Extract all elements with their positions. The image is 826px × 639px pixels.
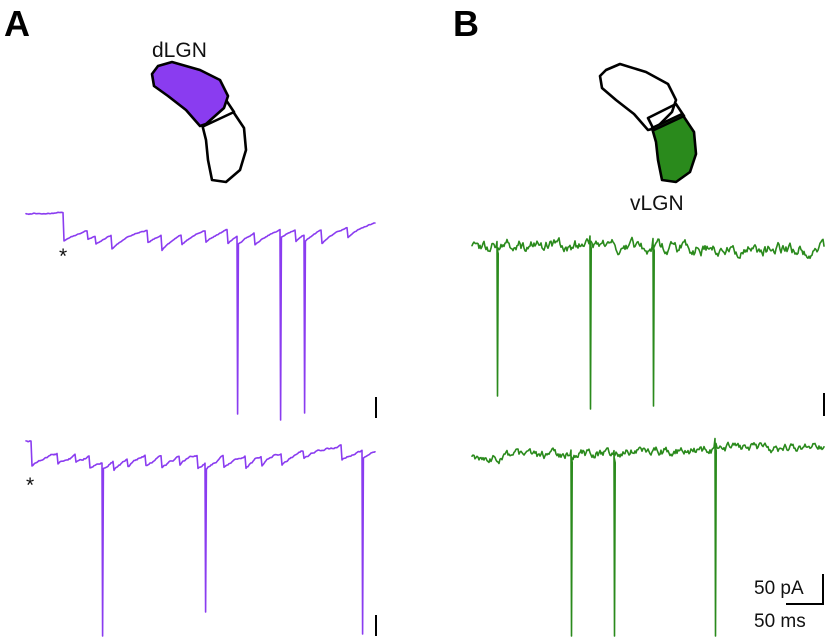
scale-bar-time-label: 50 ms [754,611,806,632]
panel-a-letter: A [4,3,30,44]
dorsal-lgn-shape [150,60,230,128]
scale-bar-amplitude-label: 50 pA [754,578,804,599]
trace-a1-marker: * [59,245,67,268]
dlgn-trace-1 [25,211,376,421]
scale-bar: 50 pA 50 ms [754,574,824,632]
ventral-lgn-shape [650,112,698,184]
panel-b: B vLGN 50 pA 50 ms [453,3,825,637]
dorsal-lgn-outline [598,62,678,132]
panel-b-letter: B [453,3,479,44]
panel-a: A dLGN * * [4,3,377,637]
vlgn-trace-1 [471,235,825,410]
vlgn-trace-2 [471,437,825,637]
igl-band-shape [646,102,686,132]
lgn-dorsal-highlight-icon [150,60,248,184]
vlgn-label: vLGN [630,192,684,215]
dlgn-trace-2 [25,440,376,637]
trace-a2-marker: * [26,474,34,497]
lgn-ventral-highlight-icon [598,62,698,184]
scale-bar-lines [786,574,824,605]
dlgn-label: dLGN [152,39,207,62]
ventral-lgn-outline [200,108,248,184]
